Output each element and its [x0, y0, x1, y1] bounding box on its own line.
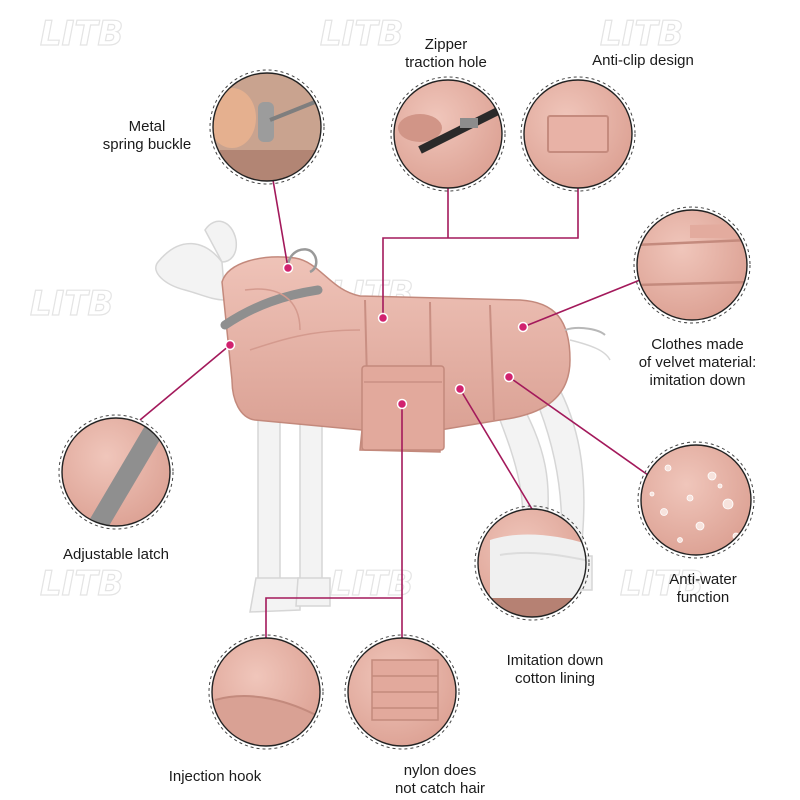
zoom-anti-water: [637, 441, 755, 559]
label-adjustable-latch: Adjustable latch: [63, 546, 169, 563]
label-anti-clip: Anti-clip design: [592, 52, 694, 69]
label-zipper-hole: Zipper traction hole: [405, 36, 487, 71]
zoom-injection-hook: [208, 634, 324, 750]
zoom-anti-clip: [520, 76, 636, 192]
svg-text:LITB: LITB: [40, 14, 123, 54]
connector-lines: [139, 179, 649, 638]
zoom-velvet-material: [633, 206, 751, 324]
svg-text:LITB: LITB: [30, 284, 113, 324]
svg-text:LITB: LITB: [600, 14, 683, 54]
label-spring-buckle: Metal spring buckle: [102, 118, 192, 153]
label-cotton-lining: Imitation down cotton lining: [506, 652, 604, 687]
svg-text:LITB: LITB: [320, 14, 403, 54]
zoom-nylon: [344, 634, 460, 750]
zoom-zipper-hole: [390, 76, 506, 192]
svg-text:LITB: LITB: [40, 564, 123, 604]
svg-text:LITB: LITB: [620, 564, 703, 604]
label-nylon: nylon does not catch hair: [394, 762, 486, 797]
label-velvet: Clothes made of velvet material: imitati…: [638, 336, 757, 389]
zoom-spring-buckle: [209, 69, 325, 185]
zoom-adjustable-latch: [58, 414, 174, 530]
label-anti-water: Anti-water function: [669, 571, 737, 606]
label-injection-hook: Injection hook: [168, 768, 262, 785]
connector-dots: [224, 262, 529, 410]
